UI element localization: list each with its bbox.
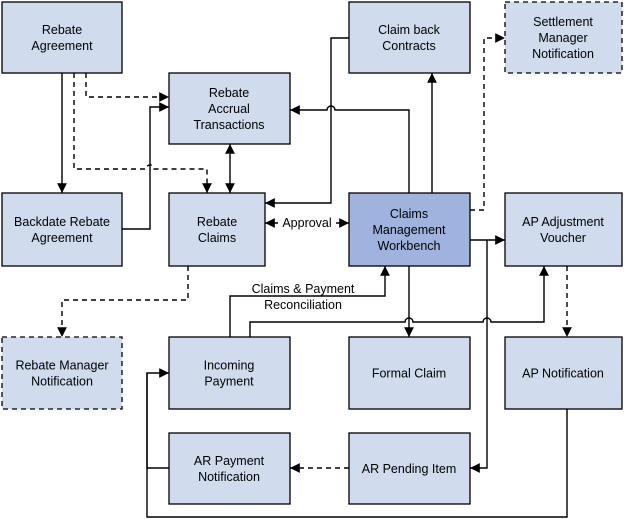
edge-claimback-to-claims xyxy=(265,37,349,208)
edge-workbench-to-settlement xyxy=(470,33,505,211)
approval-label: Approval xyxy=(282,216,331,230)
edge-ap-notification-to-incoming xyxy=(146,373,568,518)
ap-notification-label: AP Notification xyxy=(522,367,604,381)
edge-reconciliation xyxy=(229,266,390,337)
edge-workbench-to-accrual xyxy=(290,105,410,193)
ar-pending-item-label: AR Pending Item xyxy=(362,462,457,476)
box-ar-pending-item: AR Pending Item xyxy=(348,432,471,505)
formal-claim-label: Formal Claim xyxy=(372,367,446,381)
edge-incoming-to-ap-adjustment xyxy=(249,266,549,337)
edge-claims-to-rebate-manager xyxy=(57,266,189,337)
edge-backdate-to-accrual xyxy=(122,102,169,230)
connectors xyxy=(57,33,572,518)
approval-label-background xyxy=(278,214,336,231)
edge-workbench-to-ar-pending xyxy=(470,240,488,473)
edge-rebate-agreement-to-accrual xyxy=(85,73,169,102)
edge-ar-payment-to-incoming xyxy=(146,368,169,469)
box-ap-notification: AP Notification xyxy=(504,336,623,410)
box-formal-claim: Formal Claim xyxy=(348,336,471,410)
